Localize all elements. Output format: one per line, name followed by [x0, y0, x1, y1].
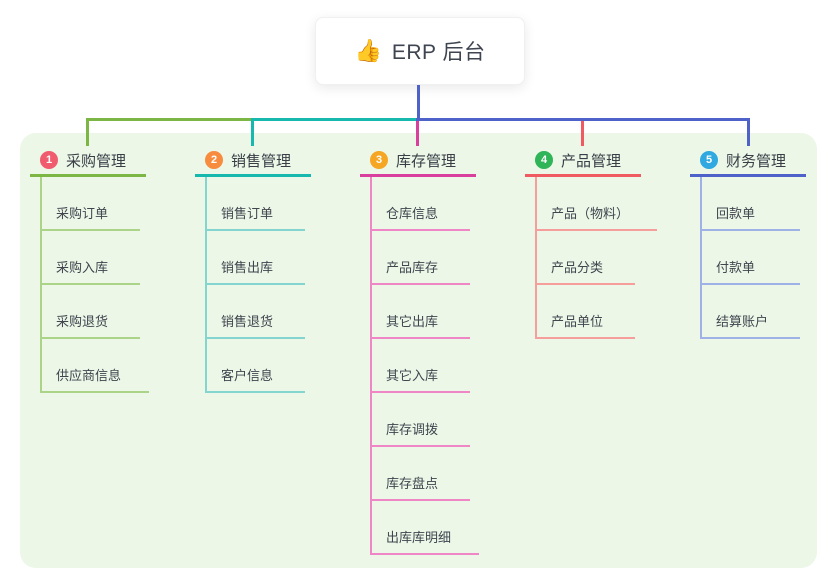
branch-drop-line-3 [416, 121, 419, 146]
child-node-label: 产品单位 [551, 314, 604, 329]
child-node[interactable]: 产品（物料） [537, 177, 658, 231]
child-node[interactable]: 销售订单 [207, 177, 305, 231]
child-node[interactable]: 采购退货 [42, 285, 140, 339]
child-node[interactable]: 产品单位 [537, 285, 635, 339]
branch-title: 财务管理 [726, 152, 787, 170]
child-node-label: 出库库明细 [386, 530, 452, 545]
child-node[interactable]: 产品分类 [537, 231, 635, 285]
child-node-label: 销售订单 [221, 206, 274, 221]
branch-children-1: 采购订单采购入库采购退货供应商信息 [40, 177, 150, 393]
child-node-label: 销售出库 [221, 260, 274, 275]
child-node[interactable]: 结算账户 [702, 285, 800, 339]
child-node[interactable]: 销售退货 [207, 285, 305, 339]
branch-4: 4 产品管理 [525, 146, 675, 177]
child-node[interactable]: 客户信息 [207, 339, 305, 393]
child-node[interactable]: 其它出库 [372, 285, 470, 339]
child-node-label: 库存盘点 [386, 476, 439, 491]
branch-node-1[interactable]: 1 采购管理 [30, 146, 146, 177]
child-node-label: 其它出库 [386, 314, 439, 329]
branch-number-badge: 5 [700, 151, 718, 169]
child-node[interactable]: 销售出库 [207, 231, 305, 285]
bus-segment-left [86, 118, 251, 121]
child-node[interactable]: 供应商信息 [42, 339, 150, 393]
root-node-label: ERP 后台 [391, 41, 486, 64]
child-node[interactable]: 采购入库 [42, 231, 140, 285]
child-node[interactable]: 回款单 [702, 177, 800, 231]
child-node-label: 回款单 [716, 206, 756, 221]
root-node[interactable]: 👍 ERP 后台 [315, 17, 525, 85]
child-node[interactable]: 仓库信息 [372, 177, 470, 231]
branch-title: 采购管理 [66, 152, 127, 170]
branch-children-4: 产品（物料） 产品分类产品单位 [535, 177, 658, 339]
child-node-label: 结算账户 [716, 314, 769, 329]
branch-1: 1 采购管理 [30, 146, 180, 177]
branch-title: 产品管理 [561, 152, 622, 170]
branch-node-3[interactable]: 3 库存管理 [360, 146, 476, 177]
child-node-label: 采购入库 [56, 260, 109, 275]
child-node[interactable]: 付款单 [702, 231, 800, 285]
child-node[interactable]: 产品库存 [372, 231, 470, 285]
branch-5: 5 财务管理 [690, 146, 839, 177]
branch-drop-line-2 [251, 121, 254, 146]
child-node[interactable]: 出库库明细 [372, 501, 480, 555]
child-node-label: 付款单 [716, 260, 756, 275]
branch-number-badge: 4 [535, 151, 553, 169]
branch-children-3: 仓库信息产品库存其它出库其它入库库存调拨库存盘点出库库明细 [370, 177, 480, 555]
child-node-label: 仓库信息 [386, 206, 439, 221]
child-node-label: 客户信息 [221, 368, 274, 383]
child-node-label: 产品库存 [386, 260, 439, 275]
child-node[interactable]: 其它入库 [372, 339, 470, 393]
child-node-label: 采购订单 [56, 206, 109, 221]
child-node-label: 产品（物料） [551, 206, 630, 221]
child-node-label: 销售退货 [221, 314, 274, 329]
branch-2: 2 销售管理 [195, 146, 345, 177]
branch-number-badge: 2 [205, 151, 223, 169]
branch-node-4[interactable]: 4 产品管理 [525, 146, 641, 177]
root-connector-line [417, 85, 420, 118]
child-node[interactable]: 库存盘点 [372, 447, 470, 501]
branch-children-5: 回款单付款单结算账户 [700, 177, 800, 339]
thumbs-up-icon: 👍 [354, 38, 382, 63]
branch-node-5[interactable]: 5 财务管理 [690, 146, 806, 177]
child-node-label: 产品分类 [551, 260, 604, 275]
branch-drop-line-1 [86, 121, 89, 146]
branch-children-2: 销售订单销售出库销售退货客户信息 [205, 177, 305, 393]
child-node-label: 供应商信息 [56, 368, 122, 383]
child-node-label: 采购退货 [56, 314, 109, 329]
child-node-label: 其它入库 [386, 368, 439, 383]
branch-drop-line-4 [581, 121, 584, 146]
bus-segment-right [416, 118, 750, 121]
branch-3: 3 库存管理 [360, 146, 510, 177]
bus-segment-mid [251, 118, 416, 121]
branch-title: 销售管理 [231, 152, 292, 170]
branch-title: 库存管理 [396, 152, 457, 170]
branch-node-2[interactable]: 2 销售管理 [195, 146, 311, 177]
child-node[interactable]: 库存调拨 [372, 393, 470, 447]
child-node[interactable]: 采购订单 [42, 177, 140, 231]
branch-drop-line-5 [747, 121, 750, 146]
branch-number-badge: 1 [40, 151, 58, 169]
child-node-label: 库存调拨 [386, 422, 439, 437]
branch-number-badge: 3 [370, 151, 388, 169]
branches-panel [20, 133, 817, 568]
